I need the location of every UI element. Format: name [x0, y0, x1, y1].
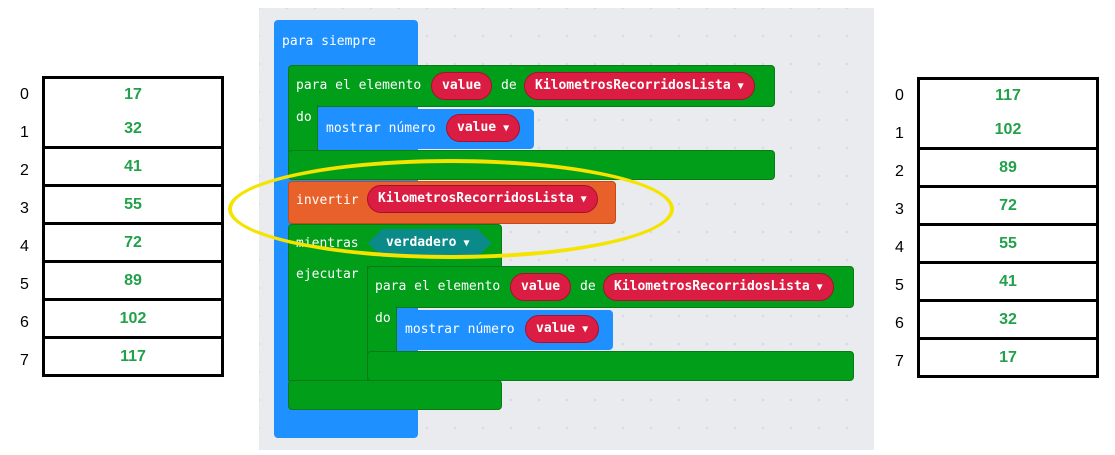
- array-index: 0: [20, 86, 29, 103]
- reverse-label: invertir: [296, 193, 359, 208]
- array-index: 3: [895, 201, 904, 218]
- array-row: 5 89: [20, 263, 224, 304]
- do-label: do: [296, 110, 312, 125]
- dropdown-arrow-icon[interactable]: ▼: [503, 123, 510, 134]
- array-value: 89: [917, 150, 1099, 188]
- list-variable-dropdown[interactable]: KilometrosRecorridosLista▼: [603, 273, 834, 301]
- array-index: 6: [895, 315, 904, 332]
- while-block-footer: [288, 380, 502, 410]
- array-value: 55: [917, 226, 1099, 264]
- forever-label: para siempre: [282, 34, 376, 49]
- array-value: 102: [42, 301, 224, 339]
- do-label: do: [375, 311, 391, 326]
- dropdown-arrow-icon[interactable]: ▼: [816, 282, 823, 293]
- array-index: 1: [895, 125, 904, 142]
- array-row: 3 55: [20, 187, 224, 228]
- list-variable-dropdown[interactable]: KilometrosRecorridosLista▼: [367, 185, 598, 213]
- for-each-block-1-footer: [288, 150, 775, 180]
- array-index: 7: [20, 352, 29, 369]
- original-array: 0 17 1 32 2 41 3 55 4 72 5 89 6 102 7 117: [20, 76, 224, 380]
- array-row: 6 32: [895, 302, 1099, 343]
- list-variable-dropdown[interactable]: KilometrosRecorridosLista▼: [524, 72, 755, 100]
- while-block-arm: [288, 266, 368, 381]
- array-row: 6 102: [20, 301, 224, 342]
- while-label: mientras: [296, 236, 359, 251]
- for-each-label: para el elemento: [375, 279, 501, 294]
- value-variable-dropdown[interactable]: value: [510, 273, 572, 301]
- array-row: 3 72: [895, 188, 1099, 229]
- array-index: 2: [895, 163, 904, 180]
- dropdown-arrow-icon[interactable]: ▼: [737, 81, 744, 92]
- array-row: 1 102: [895, 112, 1099, 153]
- array-index: 0: [895, 87, 904, 104]
- array-index: 2: [20, 162, 29, 179]
- array-value: 72: [917, 188, 1099, 226]
- array-value: 117: [917, 77, 1099, 115]
- dropdown-arrow-icon[interactable]: ▼: [582, 324, 589, 335]
- array-row: 7 117: [20, 339, 224, 380]
- array-row: 4 72: [20, 225, 224, 266]
- array-value: 41: [42, 149, 224, 187]
- array-value: 102: [917, 112, 1099, 150]
- show-number-label: mostrar número: [405, 322, 515, 337]
- array-index: 7: [895, 353, 904, 370]
- array-index: 4: [895, 239, 904, 256]
- array-value: 117: [42, 339, 224, 377]
- array-index: 1: [20, 124, 29, 141]
- of-label: de: [580, 279, 596, 294]
- array-value: 17: [42, 76, 224, 114]
- array-index: 4: [20, 238, 29, 255]
- array-value: 32: [42, 111, 224, 149]
- dropdown-arrow-icon[interactable]: ▼: [463, 238, 470, 249]
- dropdown-arrow-icon[interactable]: ▼: [580, 194, 587, 205]
- for-each-label: para el elemento: [296, 78, 422, 93]
- array-row: 1 32: [20, 111, 224, 152]
- for-each-block-2-arm: [367, 306, 397, 353]
- array-value: 89: [42, 263, 224, 301]
- code-workspace[interactable]: para siempre para el elemento value de K…: [259, 8, 874, 450]
- execute-label: ejecutar: [296, 267, 359, 282]
- array-index: 5: [20, 276, 29, 293]
- array-row: 0 17: [20, 76, 224, 114]
- array-value: 17: [917, 340, 1099, 378]
- array-row: 0 117: [895, 77, 1099, 115]
- of-label: de: [501, 78, 517, 93]
- array-value: 55: [42, 187, 224, 225]
- array-value: 41: [917, 264, 1099, 302]
- array-row: 4 55: [895, 226, 1099, 267]
- for-each-block-2-footer: [367, 351, 854, 381]
- array-value: 32: [917, 302, 1099, 340]
- array-value: 72: [42, 225, 224, 263]
- condition-dropdown[interactable]: verdadero▼: [368, 229, 491, 257]
- value-variable-dropdown[interactable]: value: [431, 72, 493, 100]
- array-index: 3: [20, 200, 29, 217]
- reversed-array: 0 117 1 102 2 89 3 72 4 55 5 41 6 32 7 17: [895, 77, 1099, 381]
- array-row: 2 89: [895, 150, 1099, 191]
- for-each-block-1-arm: [288, 105, 318, 152]
- value-variable-dropdown[interactable]: value▼: [525, 315, 600, 343]
- array-row: 2 41: [20, 149, 224, 190]
- array-row: 7 17: [895, 340, 1099, 381]
- array-index: 6: [20, 314, 29, 331]
- value-variable-dropdown[interactable]: value▼: [446, 114, 521, 142]
- array-row: 5 41: [895, 264, 1099, 305]
- show-number-label: mostrar número: [326, 121, 436, 136]
- array-index: 5: [895, 277, 904, 294]
